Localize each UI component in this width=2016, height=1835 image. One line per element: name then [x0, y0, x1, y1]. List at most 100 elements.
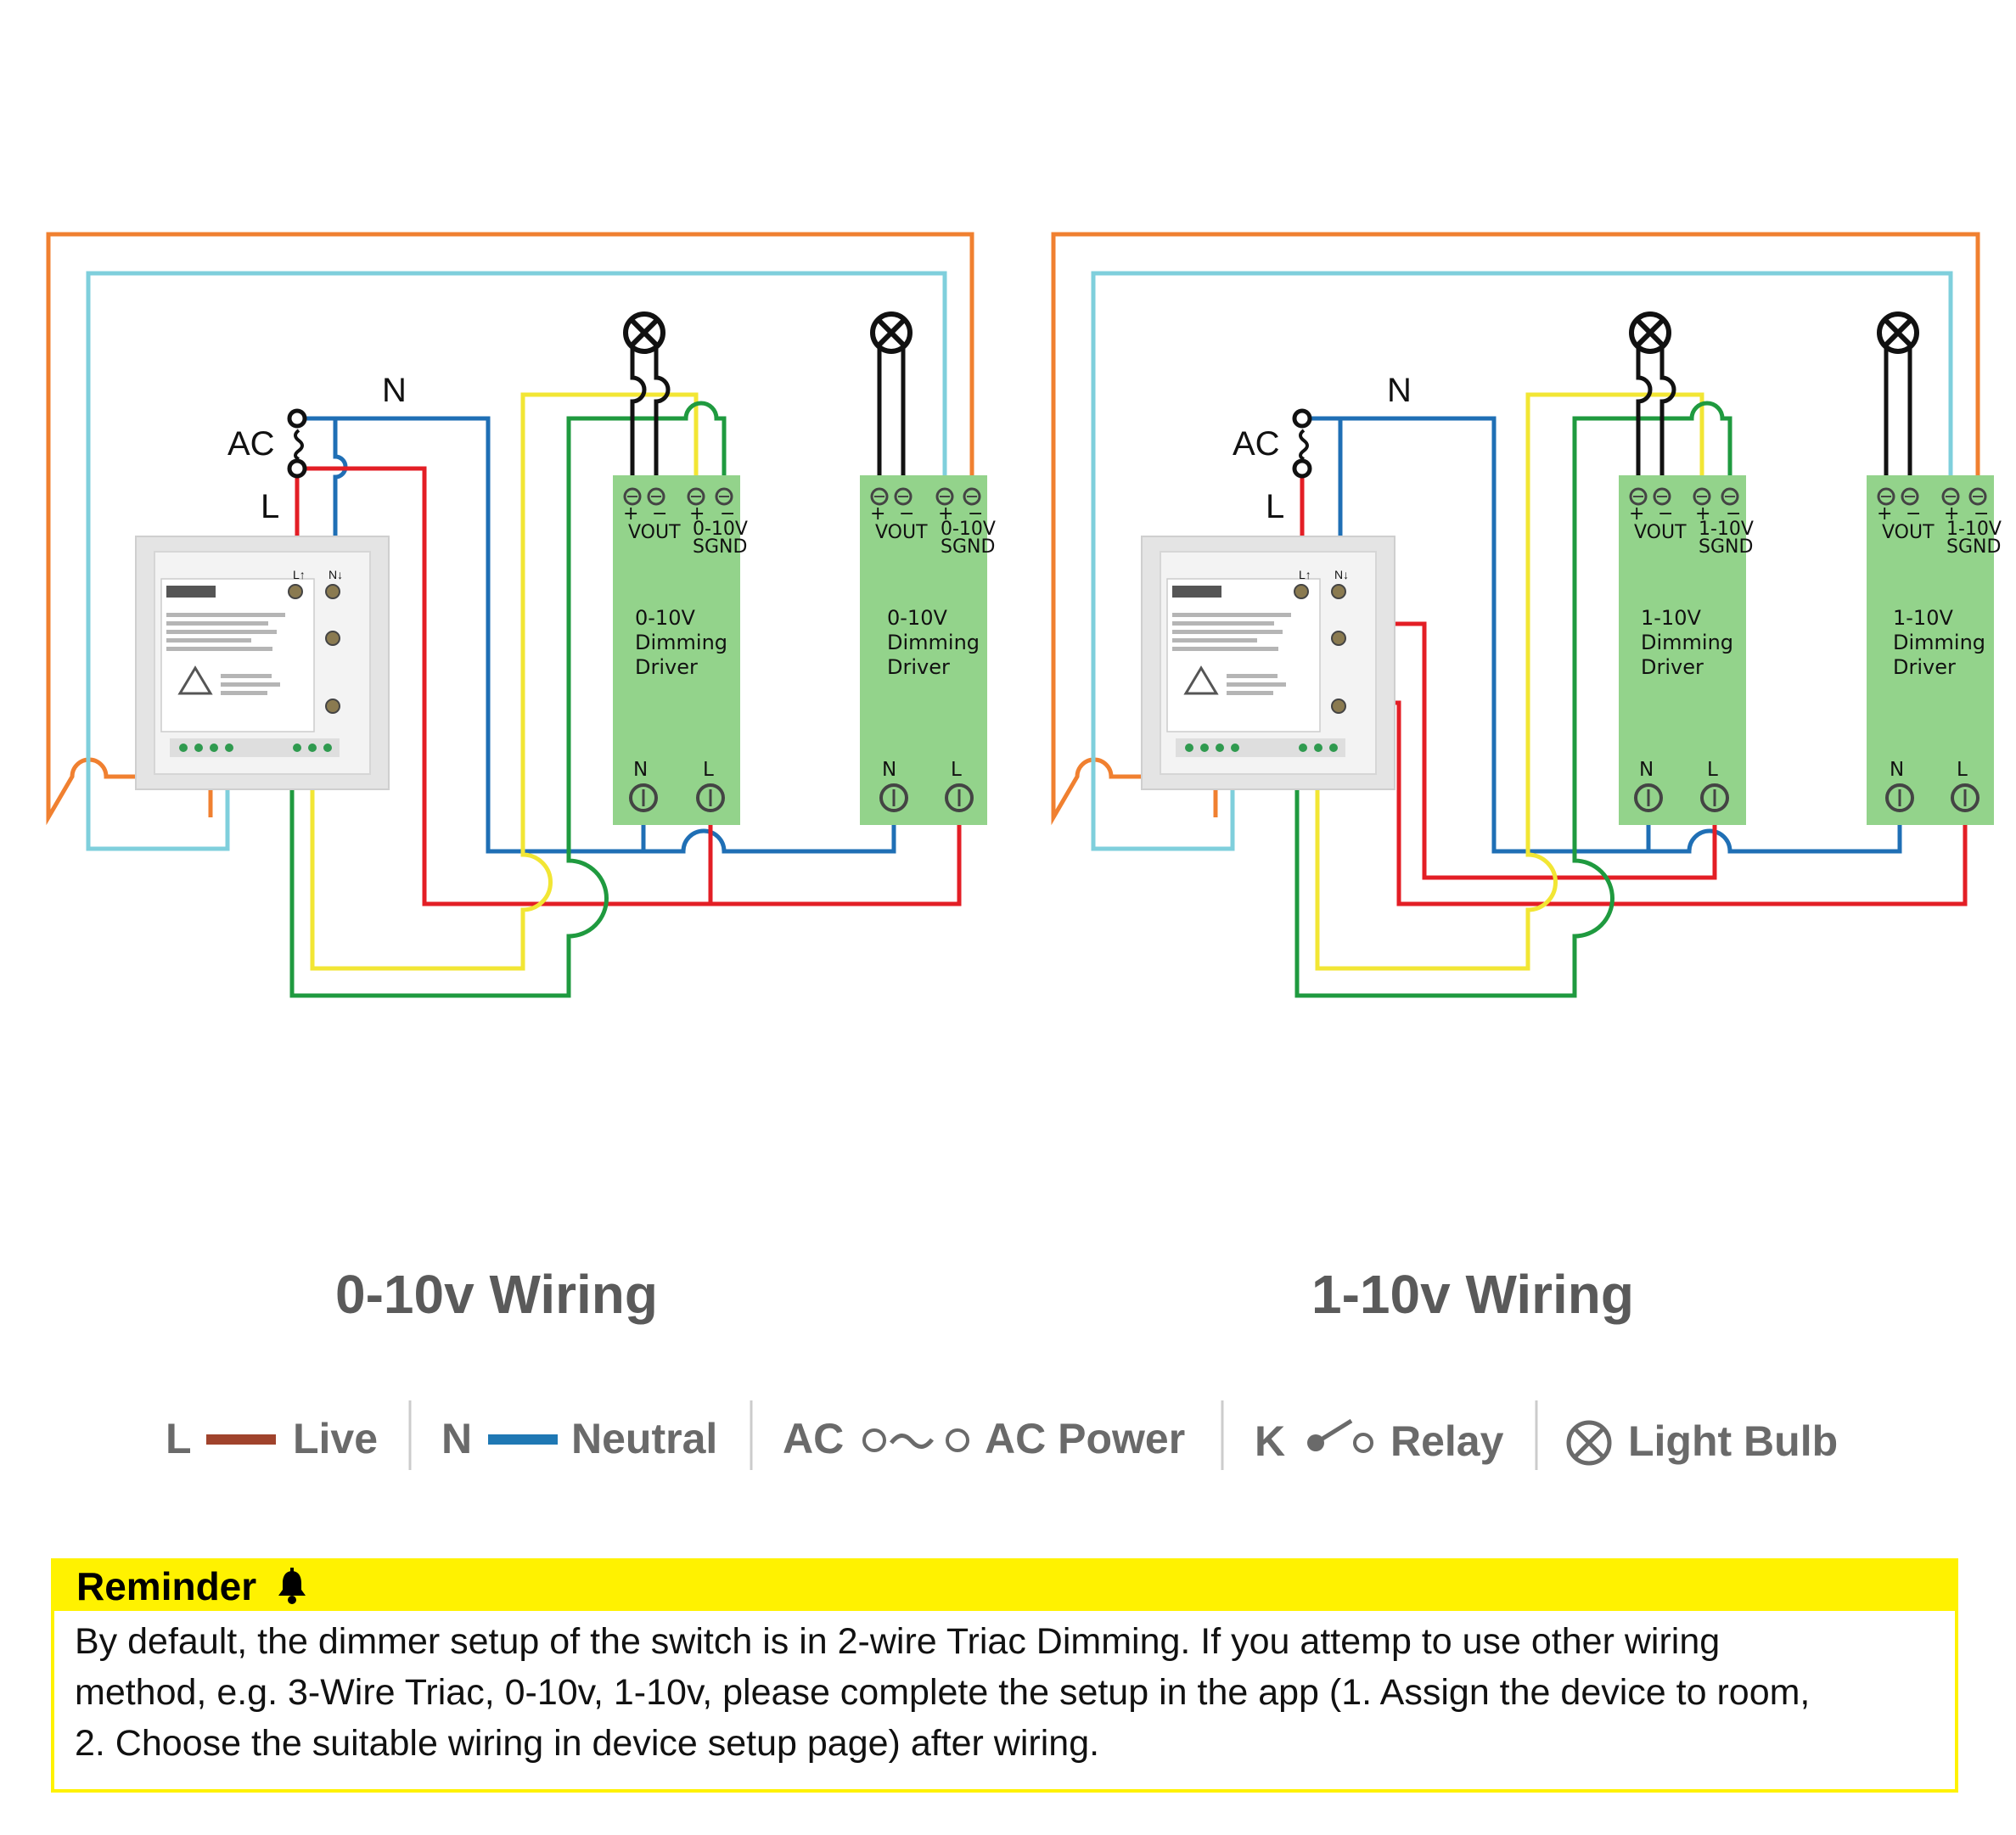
- driver-name-line1: 1-10V: [1893, 606, 1953, 630]
- wire-orange-right: [1051, 232, 1980, 826]
- driver-name-line3: Driver: [1641, 655, 1704, 679]
- reminder-title: Reminder: [76, 1564, 257, 1608]
- ac-terminal-l-left: [287, 458, 307, 479]
- wire-yellow-left: [310, 392, 699, 971]
- reminder-line: method, e.g. 3-Wire Triac, 0-10v, 1-10v,…: [75, 1672, 1811, 1713]
- svg-text:+: +: [689, 503, 705, 525]
- n-label-left: N: [382, 372, 407, 409]
- smart-switch-left: [134, 535, 390, 791]
- switch-l-terminal: L↑: [1299, 568, 1311, 581]
- driver-name-line2: Dimming: [1893, 631, 1985, 654]
- ac-terminal-n-left: [287, 408, 307, 429]
- wire-yellow-right: [1315, 392, 1704, 971]
- light-bulb-legend-icon: [1566, 1420, 1612, 1466]
- wire-lightblue-right: [1091, 271, 1953, 851]
- driver-vout-label: VOUT: [875, 522, 928, 543]
- driver-sig1-label: 1-10V: [1946, 519, 2002, 540]
- ac-terminal-l-right: [1292, 458, 1312, 479]
- driver-name-line2: Dimming: [887, 631, 980, 654]
- driver-n-label: N: [1639, 759, 1654, 781]
- driver-sig1-label: 0-10V: [693, 519, 748, 540]
- legend-live-text: Live: [293, 1415, 378, 1462]
- diagram-1-10v: L↑ N↓ AC N L +− +− VOUT 1-10V SGND 1-10V…: [1051, 232, 2002, 1325]
- driver-l-label: L: [1957, 759, 1968, 781]
- driver-name-line2: Dimming: [1641, 631, 1733, 654]
- wire-bulb1-right: [1636, 348, 1653, 497]
- driver-name-line1: 0-10V: [887, 606, 947, 630]
- n-label-right: N: [1387, 372, 1412, 409]
- diagram-title-1-10v: 1-10v Wiring: [1311, 1264, 1634, 1325]
- driver-sig2-label: SGND: [693, 536, 747, 558]
- driver-sig1-label: 1-10V: [1699, 519, 1754, 540]
- driver-l-label: L: [951, 759, 962, 781]
- legend-live-swatch: [206, 1434, 276, 1445]
- light-bulb-icon: [626, 314, 663, 351]
- driver-left-1: +− +− VOUT 0-10V SGND 0-10V Dimming Driv…: [613, 475, 748, 825]
- svg-text:−: −: [652, 503, 667, 525]
- driver-vout-label: VOUT: [1634, 522, 1687, 543]
- switch-n-terminal: N↓: [329, 568, 343, 581]
- wire-neutral-left-sw: [333, 418, 348, 556]
- driver-n-label: N: [1890, 759, 1904, 781]
- driver-sig2-label: SGND: [1699, 536, 1753, 558]
- driver-sig1-label: 0-10V: [941, 519, 996, 540]
- switch-l-terminal: L↑: [293, 568, 306, 581]
- legend-relay-letter: K: [1255, 1417, 1285, 1465]
- driver-l-label: L: [1707, 759, 1718, 781]
- wire-neutral-left: [297, 416, 896, 854]
- wire-live-right-k1: [1356, 621, 1717, 880]
- svg-text:−: −: [968, 503, 983, 525]
- driver-n-label: N: [882, 759, 896, 781]
- ac-wave-left: [294, 429, 304, 461]
- driver-n-label: N: [633, 759, 648, 781]
- ac-symbol-icon: [862, 1428, 969, 1452]
- reminder-body: By default, the dimmer setup of the swit…: [54, 1611, 1955, 1769]
- svg-text:+: +: [1944, 503, 1959, 525]
- ac-label-left: AC: [227, 425, 275, 463]
- wire-orange-left: [46, 232, 974, 826]
- legend-neutral-swatch: [488, 1434, 558, 1445]
- switch-n-terminal: N↓: [1334, 568, 1349, 581]
- legend-relay-text: Relay: [1390, 1417, 1504, 1465]
- reminder-line: 2. Choose the suitable wiring in device …: [75, 1723, 1100, 1764]
- svg-text:−: −: [1906, 503, 1921, 525]
- diagram-title-0-10v: 0-10v Wiring: [335, 1264, 658, 1325]
- driver-left-2: +− +− VOUT 0-10V SGND 0-10V Dimming Driv…: [860, 475, 996, 825]
- light-bulb-icon: [873, 314, 910, 351]
- l-label-right: L: [1266, 488, 1284, 525]
- svg-text:+: +: [1629, 503, 1644, 525]
- l-label-left: L: [261, 488, 279, 525]
- light-bulb-icon: [1631, 314, 1669, 351]
- driver-name-line1: 1-10V: [1641, 606, 1701, 630]
- svg-text:+: +: [1695, 503, 1710, 525]
- driver-vout-label: VOUT: [1882, 522, 1935, 543]
- reminder-box: Reminder By default, the dimmer setup of…: [51, 1558, 1958, 1793]
- driver-right-1: +− +− VOUT 1-10V SGND 1-10V Dimming Driv…: [1619, 475, 1754, 825]
- ac-wave-right: [1299, 429, 1309, 461]
- legend-ac-text: AC Power: [985, 1415, 1185, 1462]
- svg-text:−: −: [720, 503, 735, 525]
- legend-ac-letter: AC: [783, 1415, 844, 1462]
- svg-text:+: +: [870, 503, 885, 525]
- svg-text:−: −: [1726, 503, 1741, 525]
- wire-bulb1b-right: [1659, 348, 1676, 497]
- svg-text:+: +: [623, 503, 638, 525]
- ac-terminal-n-right: [1292, 408, 1312, 429]
- diagram-0-10v: L↑ N↓ AC N L +− +− VOUT 0-10V SGND 0-10V…: [46, 232, 996, 1325]
- ac-label-right: AC: [1233, 425, 1280, 463]
- wire-live-left: [297, 466, 962, 906]
- svg-text:−: −: [899, 503, 914, 525]
- wire-bulb1-left: [630, 348, 647, 497]
- svg-text:−: −: [1658, 503, 1673, 525]
- driver-name-line3: Driver: [1893, 655, 1956, 679]
- driver-name-line3: Driver: [635, 655, 698, 679]
- driver-sig2-label: SGND: [1946, 536, 2001, 558]
- bell-icon: [278, 1568, 306, 1604]
- wire-green-right: [1294, 401, 1732, 998]
- legend-live-letter: L: [166, 1415, 192, 1462]
- legend-neutral-letter: N: [441, 1415, 472, 1462]
- driver-vout-label: VOUT: [628, 522, 681, 543]
- smart-switch-right: [1140, 535, 1396, 791]
- relay-switch-icon: [1307, 1418, 1373, 1453]
